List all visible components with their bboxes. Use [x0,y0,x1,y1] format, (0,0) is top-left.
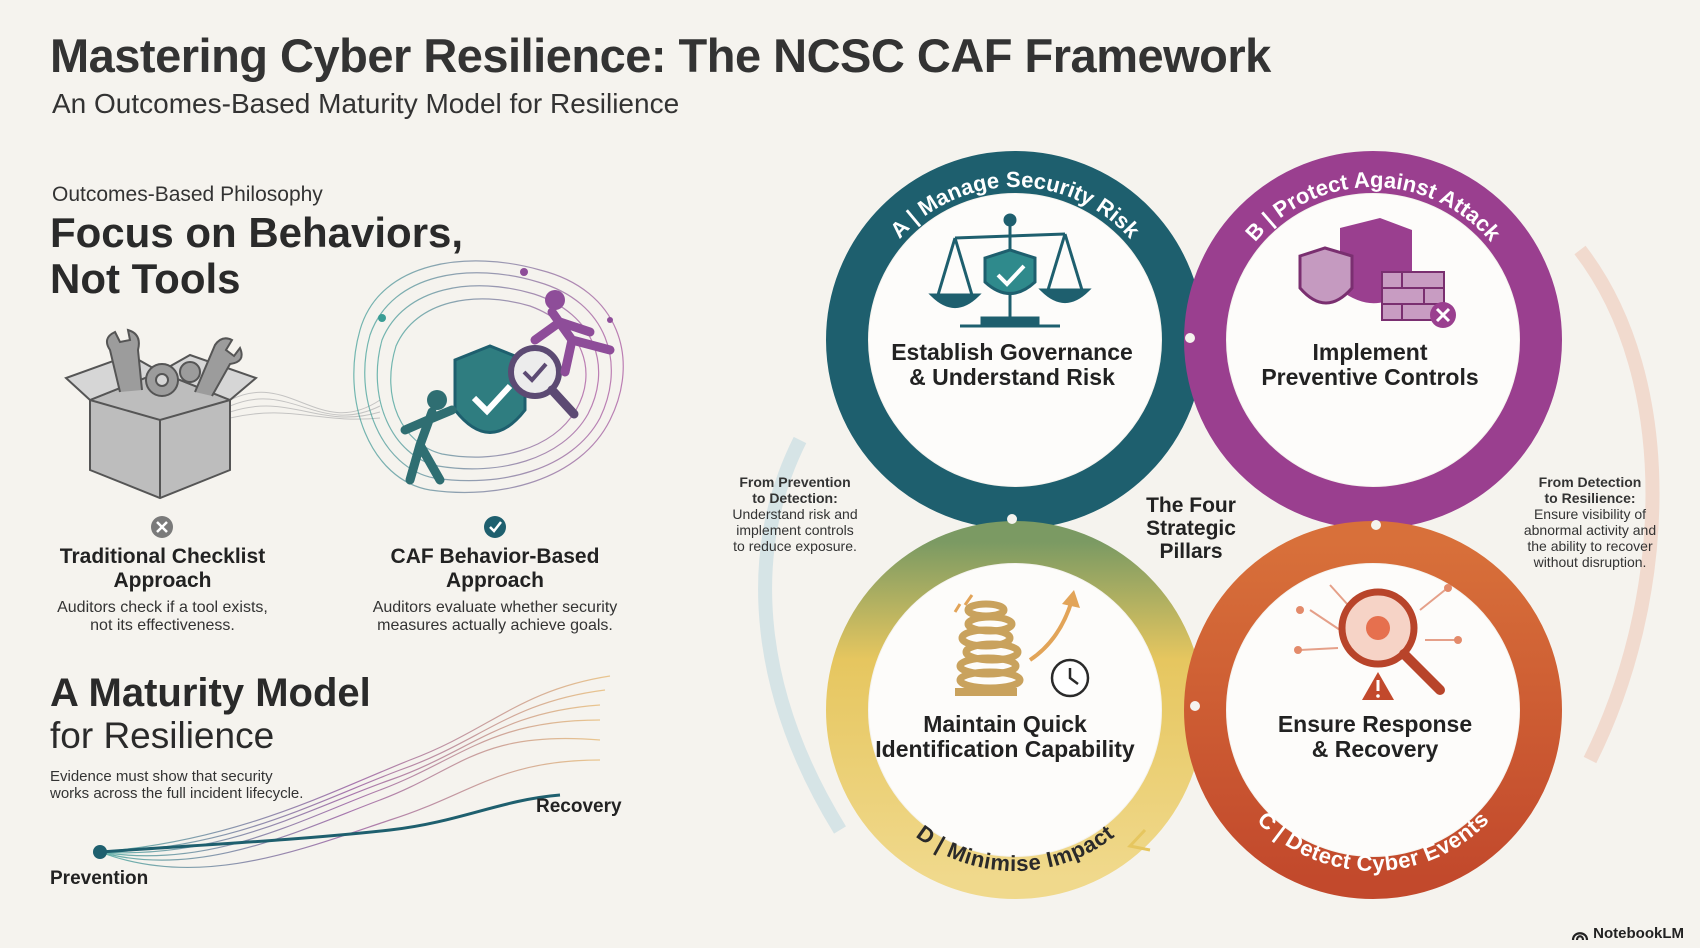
right-note-line3: the ability to recover [1527,538,1653,554]
philosophy-title-line2: Not Tools [50,255,241,302]
check-icon-mark [489,521,502,533]
left-note-line3: to reduce exposure. [733,538,857,554]
maturity-desc-line2: works across the full incident lifecycle… [50,785,304,802]
traditional-desc-line1: Auditors check if a tool exists, [57,599,268,616]
traditional-title-line1: Traditional Checklist [59,545,266,568]
pillar-a-disc [869,194,1161,486]
traditional-desc-line2: not its effectiveness. [90,617,235,634]
pillar-a-line1: Establish Governance [891,339,1133,365]
page-title: Mastering Cyber Resilience: The NCSC CAF… [50,29,1271,82]
maturity-title: A Maturity Model [50,671,371,715]
center-line2: Strategic [1146,517,1236,540]
pillar-b-line1: Implement [1312,339,1428,365]
pillar-c-line1: Ensure Response [1277,711,1473,737]
center-line3: Pillars [1159,540,1223,563]
outer-arc-left [758,436,846,834]
pillar-c-line2: & Recovery [1311,736,1439,762]
toolbox-icon [64,328,258,500]
caf-approach-title: CAF Behavior-Based Approach [355,545,635,593]
maturity-line [99,793,561,854]
shield-firewall-icon [1298,218,1456,328]
maturity-subtitle: for Resilience [50,715,275,756]
right-note-heading2: to Resilience: [1544,490,1636,506]
maturity-desc: Evidence must show that security works a… [50,768,350,802]
pillar-d-ring [826,521,1204,899]
pillars-center-label: The Four Strategic Pillars [1131,494,1251,563]
flow-arrowhead [1127,828,1151,852]
caf-title-line2: Approach [445,569,544,592]
pillar-b-label: Implement Preventive Controls [1240,340,1500,390]
pillar-b-ring [1184,151,1562,529]
prevention-detection-note: From Prevention to Detection: Understand… [715,474,875,554]
connector-dot [1185,333,1195,343]
maturity-desc-line1: Evidence must show that security [50,768,273,785]
notebooklm-brand-name: NotebookLM [1593,925,1684,942]
scales-shield-icon [928,213,1092,328]
connector-dot [1190,701,1200,711]
pillar-d-line2: Identification Capability [875,736,1135,762]
traditional-title-line2: Approach [113,569,212,592]
pillar-d-line1: Maintain Quick [923,711,1087,737]
caf-desc-line2: measures actually achieve goals. [377,617,613,634]
right-note-line4: without disruption. [1533,554,1647,570]
caf-approach-card: CAF Behavior-Based Approach Auditors eva… [355,545,635,635]
pillar-a-line2: & Understand Risk [909,364,1115,390]
traditional-approach-card: Traditional Checklist Approach Auditors … [40,545,285,635]
stage-prevention-label: Prevention [50,868,149,889]
caf-desc-line1: Auditors evaluate whether security [372,599,618,616]
philosophy-title-line1: Focus on Behaviors, [50,209,464,256]
pillar-c-ring [1184,521,1562,899]
pillar-a-ring [826,151,1204,529]
cross-icon-mark [156,521,168,533]
maturity-start-dot [93,845,107,859]
center-line1: The Four [1146,494,1236,517]
traditional-approach-title: Traditional Checklist Approach [40,545,285,593]
particle-dot [378,314,386,322]
particle-dot [520,268,528,276]
pillar-d-label: Maintain Quick Identification Capability [875,712,1135,762]
connector-wave [229,391,381,420]
outer-arc-right [1574,245,1660,764]
connector-dot [1371,520,1381,530]
right-note-heading1: From Detection [1538,474,1642,490]
pillar-a-label: Establish Governance & Understand Risk [882,340,1142,390]
notebooklm-logo-icon [1572,931,1589,940]
detection-resilience-note: From Detection to Resilience: Ensure vis… [1510,474,1670,570]
page-subtitle: An Outcomes-Based Maturity Model for Res… [52,88,680,119]
philosophy-kicker: Outcomes-Based Philosophy [52,183,323,206]
caf-title-line1: CAF Behavior-Based [390,545,600,568]
pillar-b-line2: Preventive Controls [1261,364,1479,390]
notebooklm-brand: NotebookLM [1571,925,1684,942]
magnifier-alert-icon [1294,584,1462,700]
connector-dot [1007,514,1017,524]
left-note-line1: Understand risk and [732,506,858,522]
right-note-line2: abnormal activity and [1523,522,1657,538]
spring-clock-icon [953,590,1090,698]
left-note-heading1: From Prevention [739,474,851,490]
stage-recovery-label: Recovery [536,796,622,817]
right-note-line1: Ensure visibility of [1533,506,1647,522]
pillar-c-label: Ensure Response & Recovery [1245,712,1505,762]
traditional-approach-desc: Auditors check if a tool exists, not its… [40,599,285,635]
particle-dot [607,317,613,323]
left-note-line2: implement controls [736,522,854,538]
shield-check-magnifier-icon [400,290,615,485]
check-icon [484,516,506,538]
pillar-c-disc [1227,564,1519,856]
pillar-d-disc [869,564,1161,856]
philosophy-title: Focus on Behaviors, Not Tools [50,210,510,302]
left-note-heading2: to Detection: [752,490,838,506]
caf-approach-desc: Auditors evaluate whether security measu… [355,599,635,635]
